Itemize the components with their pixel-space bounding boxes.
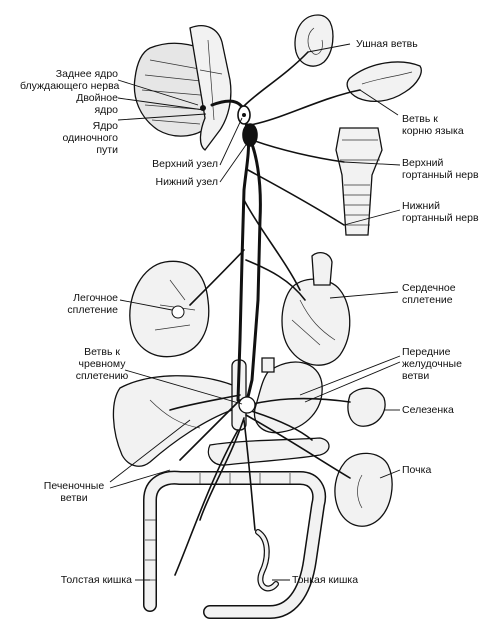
liver-illustration	[112, 375, 242, 467]
label-superior-laryngeal: Верхний гортанный нерв	[402, 157, 479, 181]
stomach-illustration	[253, 357, 323, 434]
heart-illustration	[281, 251, 351, 366]
label-cardiac-plexus: Сердечное сплетение	[402, 282, 456, 306]
label-spleen: Селезенка	[402, 404, 454, 416]
lung-illustration	[129, 260, 210, 358]
inferior-ganglion-shape	[242, 123, 258, 147]
small-intestine-illustration	[255, 529, 279, 592]
label-hepatic-branches: Печеночные ветви	[43, 480, 105, 504]
label-pulmonary-plexus: Легочное сплетение	[67, 292, 118, 316]
larynx-illustration	[335, 127, 383, 236]
celiac-plexus-node	[238, 396, 256, 414]
label-inferior-laryngeal: Нижний гортанный нерв	[402, 200, 479, 224]
vagus-branches	[169, 51, 361, 576]
brainstem-illustration	[133, 25, 232, 151]
ear-illustration	[294, 14, 334, 67]
label-anterior-gastric: Передние желудочные ветви	[402, 346, 462, 382]
label-solitary-nucleus: Ядро одиночного пути	[62, 120, 118, 156]
leader-lines	[109, 43, 401, 581]
label-double-nucleus: Двойное ядро	[76, 92, 118, 116]
label-inferior-ganglion: Нижний узел	[155, 176, 218, 188]
label-large-intestine: Толстая кишка	[60, 574, 132, 586]
pancreas-illustration	[207, 437, 330, 466]
label-superior-ganglion: Верхний узел	[152, 158, 218, 170]
label-celiac-branch: Ветвь к чревному сплетению	[75, 346, 129, 382]
kidney-illustration	[334, 452, 393, 527]
label-kidney: Почка	[402, 464, 432, 476]
label-ear-branch: Ушная ветвь	[356, 38, 418, 50]
label-posterior-nucleus: Заднее ядро блуждающего нерва	[20, 68, 120, 92]
spleen-illustration	[347, 387, 386, 427]
large-intestine-illustration	[143, 470, 326, 619]
label-tongue-root-branch: Ветвь к корню языка	[402, 113, 464, 137]
tongue-illustration	[346, 61, 422, 103]
vagus-nerve-trunk	[210, 99, 262, 407]
label-small-intestine: Тонкая кишка	[292, 574, 359, 586]
